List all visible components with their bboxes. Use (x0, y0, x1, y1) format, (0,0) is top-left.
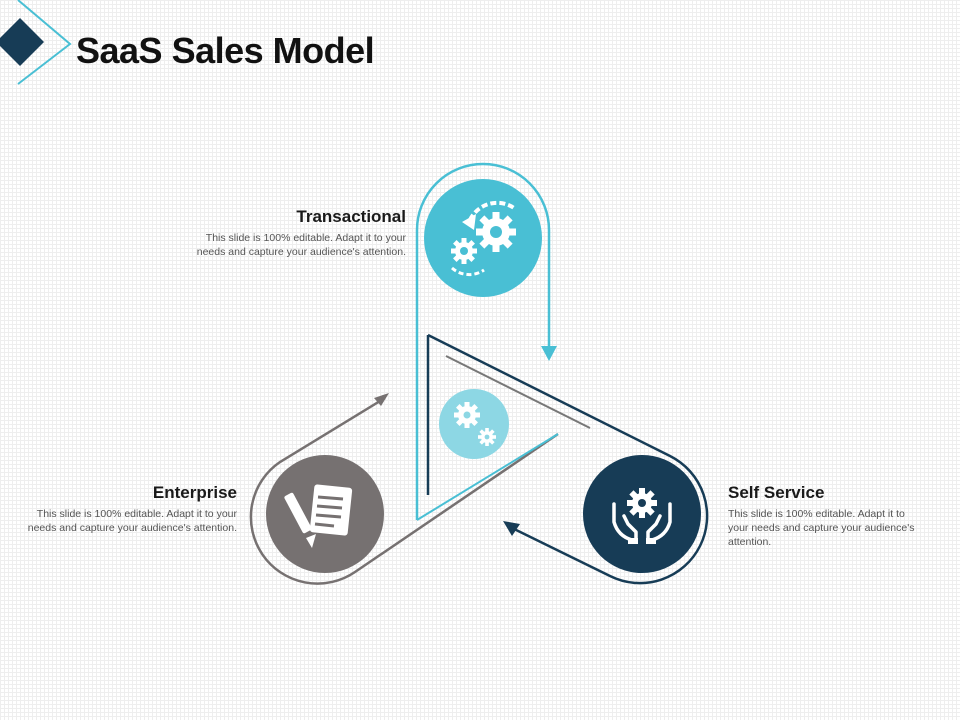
stage-enterprise: Enterprise This slide is 100% editable. … (17, 483, 237, 535)
page-title: SaaS Sales Model (76, 30, 375, 71)
inner-line-gray (445, 355, 591, 429)
enterprise-loop (249, 396, 559, 585)
enterprise-arrowhead (374, 393, 389, 406)
transactional-loop (415, 162, 551, 520)
document-pen-icon (284, 484, 353, 548)
stage-self-service-description: This slide is 100% editable. Adapt it to… (728, 508, 915, 548)
stage-transactional-title: Transactional (296, 207, 406, 226)
gears-icon (454, 402, 496, 446)
inner-line-teal (416, 433, 559, 521)
stage-transactional-description: This slide is 100% editable. Adapt it to… (196, 232, 406, 258)
header-diamond (0, 18, 44, 66)
self-service-loop (426, 333, 709, 585)
stage-transactional: Transactional This slide is 100% editabl… (186, 207, 406, 259)
gears-refresh-icon (451, 200, 516, 277)
self-service-arrowhead (503, 521, 520, 536)
stage-self-service: Self Service This slide is 100% editable… (728, 483, 924, 549)
header-diamond-outline (17, 0, 72, 85)
hands-gear-icon (612, 488, 672, 544)
transactional-arrowhead (541, 346, 557, 361)
transactional-circle (424, 179, 542, 297)
stage-enterprise-title: Enterprise (152, 483, 237, 502)
stage-enterprise-description: This slide is 100% editable. Adapt it to… (27, 508, 237, 534)
stage-self-service-title: Self Service (728, 483, 825, 502)
